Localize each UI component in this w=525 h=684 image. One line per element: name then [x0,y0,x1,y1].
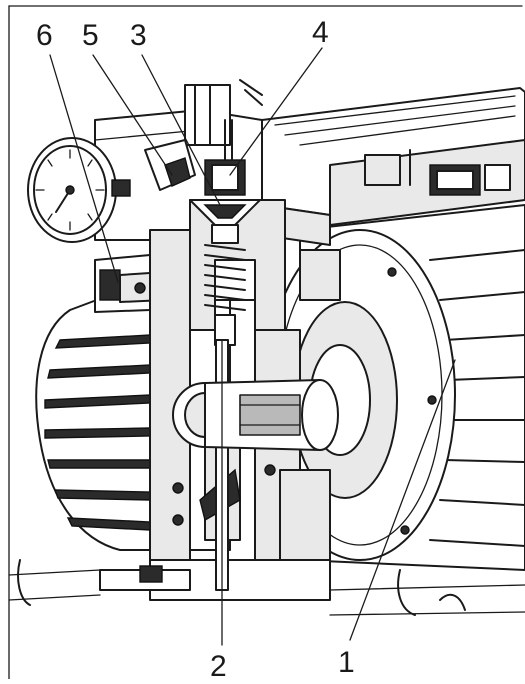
leader-3 [141,54,221,206]
leader-4 [229,47,323,176]
bolt-icon [264,464,276,476]
leader-6 [49,54,119,283]
callout-5: 5 [82,19,99,52]
bolt-icon [172,482,184,494]
leader-lines [49,47,456,646]
housing-fins-icon [44,334,151,531]
callout-2: 2 [210,650,227,679]
terminal-box [261,87,525,246]
leader-5 [92,54,173,176]
base-frame [8,559,525,616]
drive-shaft-icon [172,379,339,451]
pressure-gauge-icon [27,137,131,243]
leader-1 [349,359,456,641]
part-6-fitting-icon [94,254,181,313]
callout-4: 4 [312,16,329,49]
callout-3: 3 [130,19,147,52]
bolt-icon [172,514,184,526]
callout-1: 1 [338,646,355,679]
motor-fins-icon [429,249,525,547]
callout-6: 6 [36,19,53,52]
